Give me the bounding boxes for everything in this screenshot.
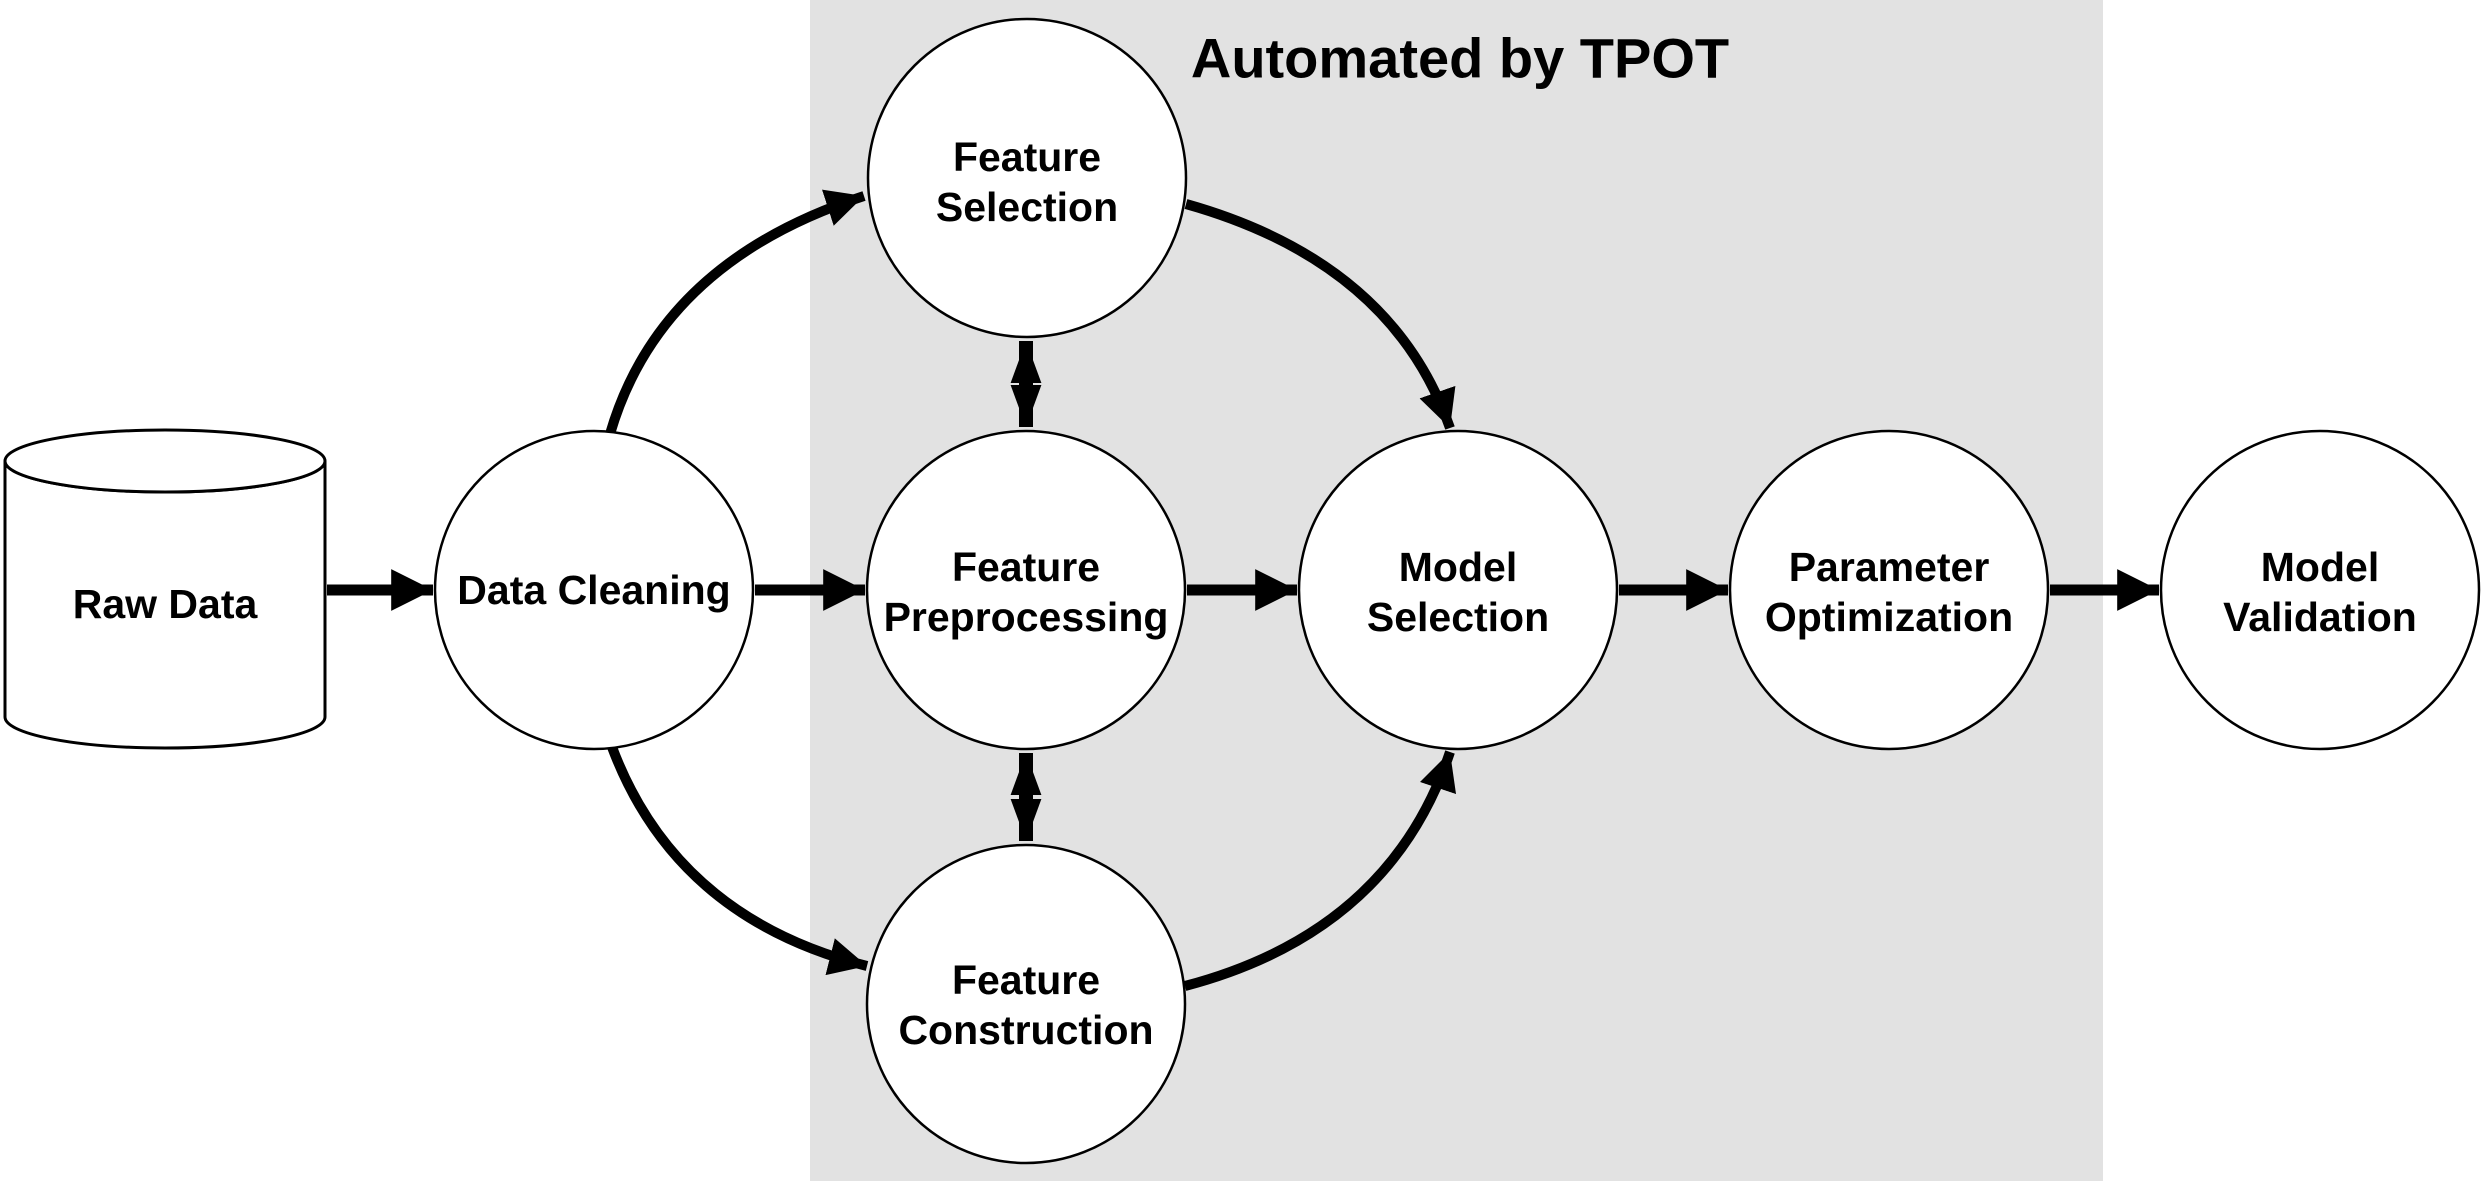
node-data-cleaning-circle [433,429,755,751]
edge-datacleaning-featureconstruction-arrow [607,745,869,976]
node-raw-data-cylinder [3,428,327,750]
edge-featureselection-modelselection-arrow [1184,199,1456,430]
edge-featureconstruction-modelselection-arrow [1183,750,1456,991]
node-feature-preprocessing-circle [865,429,1187,751]
node-model-validation-circle [2159,429,2481,751]
node-parameter-optimization-circle [1728,429,2050,751]
node-feature-selection-circle [866,17,1188,339]
node-model-selection-circle [1297,429,1619,751]
edge-datacleaning-featureselection-arrow [605,189,866,436]
node-feature-construction-circle [865,843,1187,1165]
